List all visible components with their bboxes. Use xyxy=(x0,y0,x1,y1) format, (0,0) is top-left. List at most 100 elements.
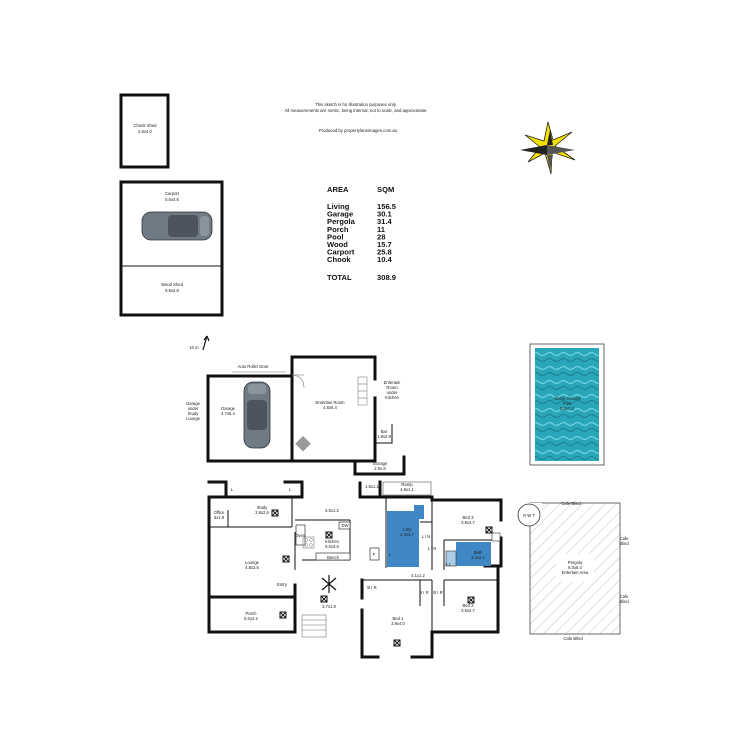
svg-text:Entertain Area: Entertain Area xyxy=(562,570,589,575)
ramp-label: Ramp xyxy=(401,482,413,487)
svg-text:Bath: Bath xyxy=(474,550,483,555)
svg-text:4.7x6.4: 4.7x6.4 xyxy=(221,411,235,416)
svg-text:B I R: B I R xyxy=(419,590,428,595)
svg-text:4.8x3.6: 4.8x3.6 xyxy=(245,565,259,570)
svg-text:Entry: Entry xyxy=(277,582,288,587)
pergola: R W T Pergola 6.0x6.4 Entertain Area Caf… xyxy=(508,501,629,641)
svg-text:Cafe Blind: Cafe Blind xyxy=(561,501,581,506)
area-row-name: Chook xyxy=(327,255,351,264)
svg-text:3.4x2.1: 3.4x2.1 xyxy=(471,555,485,560)
svg-text:Storage: Storage xyxy=(373,461,388,466)
svg-text:L'dry: L'dry xyxy=(403,527,413,532)
svg-text:5.6x2.8: 5.6x2.8 xyxy=(165,288,179,293)
car-icon xyxy=(141,211,213,241)
svg-text:Garage: Garage xyxy=(221,406,236,411)
svg-text:Pool: Pool xyxy=(563,401,571,406)
svg-text:L I N: L I N xyxy=(428,546,437,551)
svg-text:DW: DW xyxy=(342,523,349,528)
svg-text:Chook Shed: Chook Shed xyxy=(133,123,157,128)
area-row-name: Pool xyxy=(327,232,343,241)
svg-text:F: F xyxy=(373,552,376,557)
svg-text:Bed 3: Bed 3 xyxy=(463,515,475,520)
svg-text:B I R: B I R xyxy=(433,590,442,595)
chook-shed: Chook Shed 2.6x4.0 xyxy=(119,93,170,169)
garage-level: Auto Roller Door Garage 4.7x6.4 Garage u… xyxy=(186,355,406,476)
svg-text:1.8x2.8: 1.8x2.8 xyxy=(377,434,391,439)
area-row-name: Living xyxy=(327,202,350,211)
svg-text:5.0x2.2: 5.0x2.2 xyxy=(244,616,258,621)
car-icon xyxy=(243,381,271,449)
producer-credit: Produced by propertylaneimages.com.au xyxy=(319,128,398,133)
svg-text:Kitchen: Kitchen xyxy=(325,539,340,544)
svg-text:10 m: 10 m xyxy=(189,345,199,350)
rainwater-tank xyxy=(517,503,541,527)
disclaimer-line-1: This sketch is for illustration purposes… xyxy=(315,102,397,107)
area-row-sqm: 11 xyxy=(377,225,386,234)
area-row-name: Wood xyxy=(327,240,348,249)
area-row-name: Pergola xyxy=(327,217,356,226)
svg-text:3.7x1.9: 3.7x1.9 xyxy=(322,604,336,609)
svg-text:3.9x4.0: 3.9x4.0 xyxy=(391,621,405,626)
svg-text:L: L xyxy=(389,552,392,557)
svg-text:Wood Shed: Wood Shed xyxy=(161,282,183,287)
svg-text:4.1x1.2: 4.1x1.2 xyxy=(411,573,425,578)
svg-text:3x1.8: 3x1.8 xyxy=(214,515,225,520)
svg-text:4.8x1.1: 4.8x1.1 xyxy=(400,487,414,492)
svg-text:Cafe Blind: Cafe Blind xyxy=(563,636,583,641)
svg-text:R W T: R W T xyxy=(523,513,535,518)
svg-text:Blind: Blind xyxy=(619,599,629,604)
area-row-sqm: 15.7 xyxy=(377,240,392,249)
area-row-sqm: 30.1 xyxy=(377,210,393,219)
svg-text:Pergola: Pergola xyxy=(568,560,583,565)
area-row-name: Porch xyxy=(327,225,349,234)
area-row-sqm: 25.8 xyxy=(377,248,392,257)
area-header: AREA xyxy=(327,185,349,194)
area-row-sqm: 31.4 xyxy=(377,217,393,226)
above-ground-pool: Above Ground Pool 5.6x7.2 xyxy=(529,343,605,466)
svg-text:1.6x1.1: 1.6x1.1 xyxy=(365,484,379,489)
svg-text:Above Ground: Above Ground xyxy=(553,396,581,401)
svg-text:Room: Room xyxy=(386,385,398,390)
total-value: 308.9 xyxy=(377,273,396,282)
svg-text:L I N: L I N xyxy=(422,534,431,539)
bathroom-area xyxy=(456,542,491,566)
svg-text:4.6x6.4: 4.6x6.4 xyxy=(323,405,337,410)
svg-text:3.8x2.6: 3.8x2.6 xyxy=(255,510,269,515)
sqm-header: SQM xyxy=(377,185,394,194)
svg-text:under: under xyxy=(387,390,398,395)
svg-text:under: under xyxy=(188,406,199,411)
svg-text:Lounge: Lounge xyxy=(186,416,201,421)
wood-shed: Wood Shed 5.6x2.8 xyxy=(161,282,183,293)
disclaimer-line-2: All measurements are metric, being inter… xyxy=(285,108,428,113)
svg-text:Entertain: Entertain xyxy=(384,380,401,385)
svg-text:Study: Study xyxy=(257,505,269,510)
svg-text:Entertain Room: Entertain Room xyxy=(315,400,345,405)
svg-text:Bed 2: Bed 2 xyxy=(463,603,475,608)
svg-text:2.5x.8: 2.5x.8 xyxy=(374,466,386,471)
svg-text:L: L xyxy=(289,487,292,492)
svg-text:Bed 1: Bed 1 xyxy=(393,616,405,621)
svg-text:Lounge: Lounge xyxy=(245,560,260,565)
scale-bar: 10 m xyxy=(189,335,210,351)
svg-text:L: L xyxy=(231,487,234,492)
ceiling-fan-icon xyxy=(321,575,337,593)
total-label: TOTAL xyxy=(327,273,352,282)
svg-text:B I R: B I R xyxy=(367,585,376,590)
svg-text:5.0x1.2: 5.0x1.2 xyxy=(325,508,339,513)
main-house: Ramp 4.8x1.1 1.6x1.1 5.0x1.2 4.1x1.2 3.7… xyxy=(207,480,503,659)
svg-text:Garage: Garage xyxy=(186,401,201,406)
compass-icon xyxy=(520,121,576,175)
svg-text:Kitchen: Kitchen xyxy=(385,395,400,400)
svg-text:2.1: 2.1 xyxy=(445,562,451,567)
svg-text:Carport: Carport xyxy=(165,191,180,196)
svg-text:5.6x4.6: 5.6x4.6 xyxy=(165,197,179,202)
area-row-name: Garage xyxy=(327,210,353,219)
svg-text:5.6x7.2: 5.6x7.2 xyxy=(560,406,574,411)
svg-text:5.0x3.6: 5.0x3.6 xyxy=(325,544,339,549)
roller-door-label: Auto Roller Door xyxy=(238,364,270,369)
light-icon xyxy=(271,509,493,647)
svg-text:6.0x6.4: 6.0x6.4 xyxy=(568,565,582,570)
area-row-sqm: 156.5 xyxy=(377,202,397,211)
svg-text:Office: Office xyxy=(214,510,226,515)
